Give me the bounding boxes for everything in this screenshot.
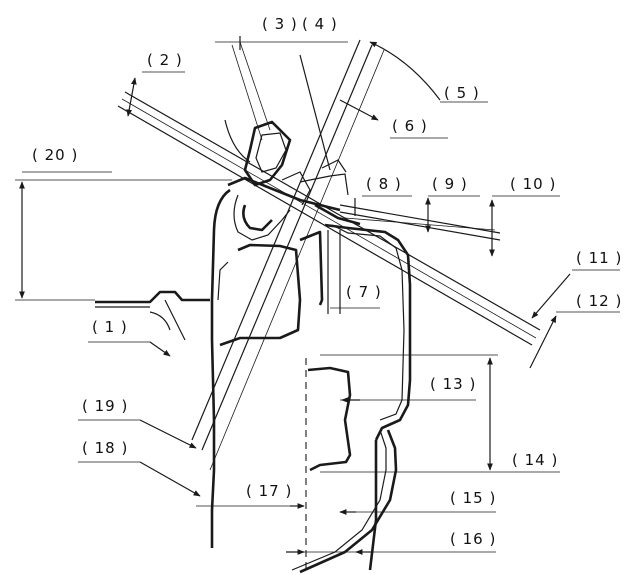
roof-rail: [324, 204, 501, 441]
callout-3: ( 3 ): [262, 15, 298, 33]
callout-6: ( 6 ): [392, 117, 428, 135]
windshield-glass-band: [117, 91, 541, 346]
a-pillar-lines: [191, 39, 385, 471]
callout-18: ( 18 ): [82, 439, 128, 457]
callout-13: ( 13 ): [430, 375, 476, 393]
callout-4: ( 4 ): [302, 15, 338, 33]
callout-labels: ( 1 ) ( 2 ) ( 3 ) ( 4 ) ( 5 ) ( 6 ) ( 7 …: [32, 15, 622, 548]
callout-16: ( 16 ): [450, 530, 496, 548]
callout-7: ( 7 ): [346, 283, 382, 301]
callout-5: ( 5 ): [444, 84, 480, 102]
callout-14: ( 14 ): [512, 451, 558, 469]
left-seal-stub: [95, 290, 210, 341]
callout-15: ( 15 ): [450, 489, 496, 507]
door-lower-section: [291, 358, 398, 574]
callout-11: ( 11 ): [576, 249, 622, 267]
callout-9: ( 9 ): [432, 175, 468, 193]
callout-19: ( 19 ): [82, 397, 128, 415]
callout-17: ( 17 ): [246, 482, 292, 500]
callout-8: ( 8 ): [366, 175, 402, 193]
callout-1: ( 1 ): [92, 318, 128, 336]
callout-12: ( 12 ): [576, 292, 622, 310]
dimension-lines: [15, 36, 620, 555]
callout-20: ( 20 ): [32, 146, 78, 164]
callout-10: ( 10 ): [510, 175, 556, 193]
body-side-outline: [210, 188, 324, 548]
callout-2: ( 2 ): [147, 51, 183, 69]
roof-joint-assembly: [224, 119, 361, 241]
